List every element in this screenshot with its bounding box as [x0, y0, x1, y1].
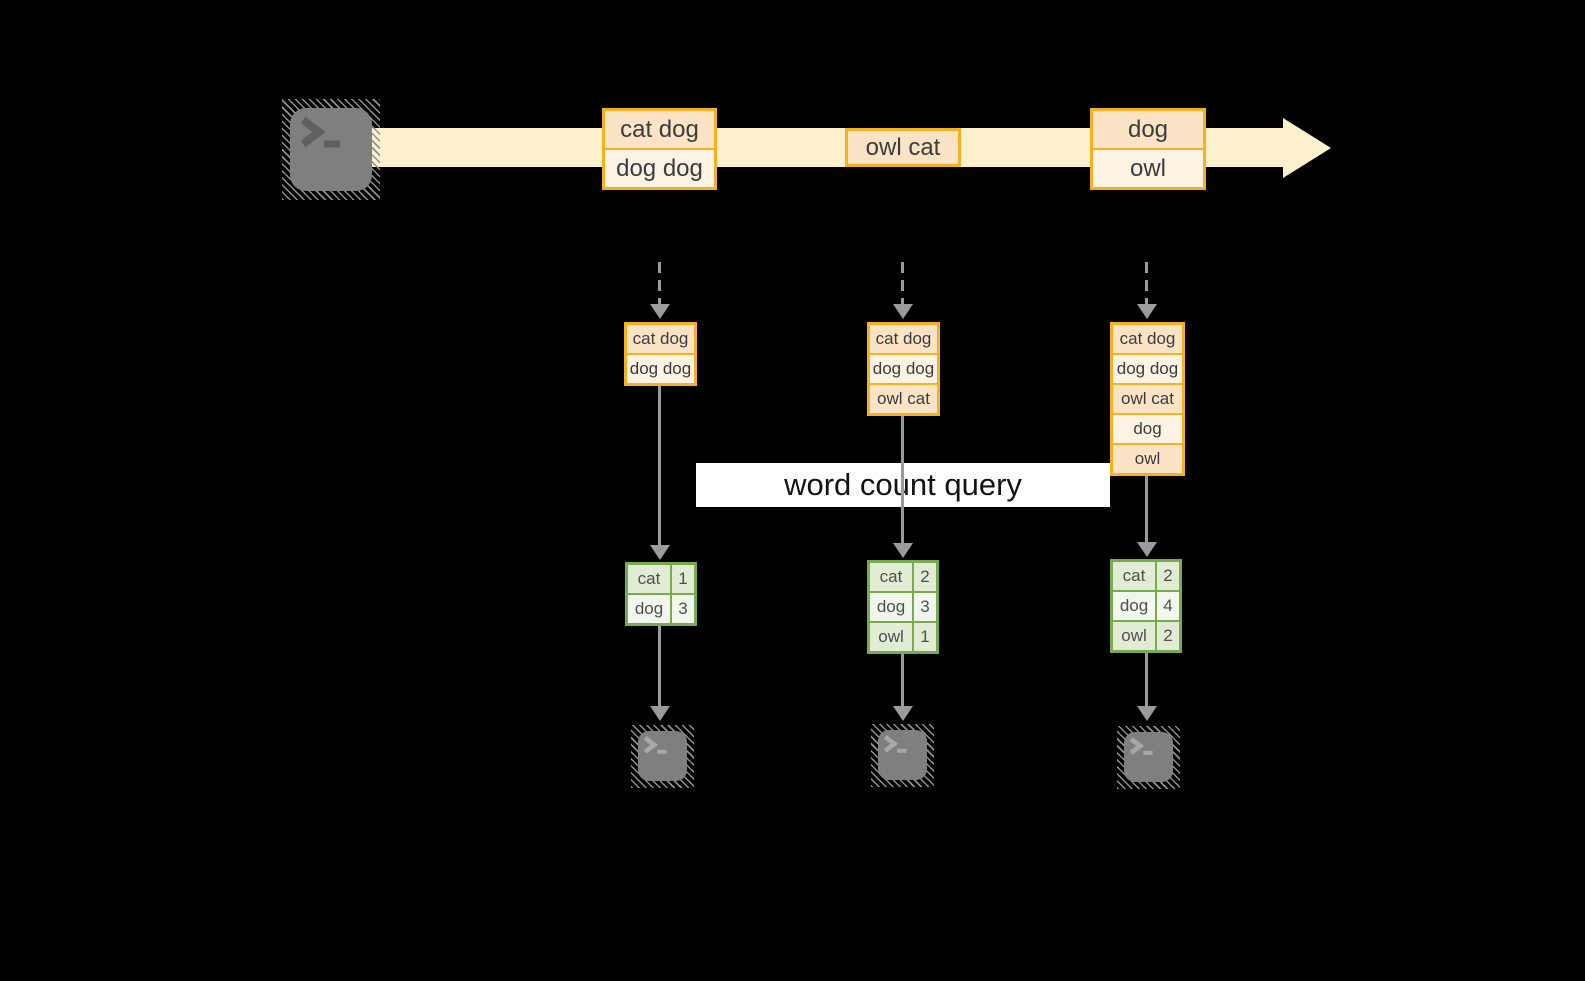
- state-record: dog: [1113, 415, 1182, 443]
- count-value: 1: [672, 565, 694, 593]
- count-word: cat: [1113, 562, 1155, 590]
- count-value: 4: [1157, 592, 1179, 620]
- stream-arrowhead: [1283, 118, 1331, 178]
- arrowhead: [893, 543, 913, 558]
- arrow-line: [658, 626, 661, 707]
- count-word: dog: [870, 593, 912, 621]
- count-table-2: cat 2 dog 3 owl 1: [867, 560, 939, 654]
- stream-record: dog dog: [605, 150, 714, 187]
- stream-batch-3: dog owl: [1090, 108, 1206, 190]
- terminal-prompt-icon: [1128, 736, 1155, 758]
- terminal-prompt-icon: [642, 735, 669, 757]
- state-record: dog dog: [627, 355, 694, 383]
- count-word: owl: [1113, 622, 1155, 650]
- count-value: 3: [914, 593, 936, 621]
- count-table-3: cat 2 dog 4 owl 2: [1110, 559, 1182, 653]
- arrow-line: [658, 386, 661, 546]
- count-word: dog: [1113, 592, 1155, 620]
- state-stack-1: cat dog dog dog: [624, 322, 697, 386]
- state-record: owl: [1113, 445, 1182, 473]
- terminal-sink-icon: [631, 725, 694, 788]
- terminal-prompt-icon: [298, 115, 344, 153]
- count-word: cat: [870, 563, 912, 591]
- stream-record: owl: [1093, 150, 1203, 187]
- arrowhead: [1137, 542, 1157, 557]
- state-record: owl cat: [870, 385, 937, 413]
- terminal-sink-icon: [871, 724, 934, 787]
- count-word: owl: [870, 623, 912, 651]
- terminal-sink-icon: [1117, 726, 1180, 789]
- arrow-line: [1145, 476, 1148, 542]
- arrowhead: [650, 706, 670, 721]
- count-value: 2: [1157, 622, 1179, 650]
- count-value: 2: [914, 563, 936, 591]
- stream-record: cat dog: [605, 111, 714, 148]
- dashed-arrow-line: [901, 262, 904, 305]
- count-table-1: cat 1 dog 3: [625, 562, 697, 626]
- terminal-prompt-icon: [882, 734, 909, 756]
- stream-batch-2: owl cat: [845, 128, 961, 167]
- terminal-source-icon: [282, 99, 380, 200]
- stream-record: dog: [1093, 111, 1203, 148]
- stream-record: owl cat: [848, 131, 958, 164]
- count-value: 1: [914, 623, 936, 651]
- dashed-arrowhead: [650, 304, 670, 319]
- dashed-arrow-line: [1145, 262, 1148, 305]
- count-value: 2: [1157, 562, 1179, 590]
- state-record: dog dog: [870, 355, 937, 383]
- state-record: cat dog: [627, 325, 694, 353]
- state-record: dog dog: [1113, 355, 1182, 383]
- arrowhead: [893, 706, 913, 721]
- arrow-line: [1145, 653, 1148, 707]
- arrowhead: [1137, 706, 1157, 721]
- arrowhead: [650, 545, 670, 560]
- state-stack-2: cat dog dog dog owl cat: [867, 322, 940, 416]
- dashed-arrowhead: [893, 304, 913, 319]
- arrow-line: [901, 654, 904, 707]
- count-value: 3: [672, 595, 694, 623]
- count-word: cat: [628, 565, 670, 593]
- dashed-arrowhead: [1137, 304, 1157, 319]
- state-record: cat dog: [870, 325, 937, 353]
- state-record: owl cat: [1113, 385, 1182, 413]
- dashed-arrow-line: [658, 262, 661, 305]
- stream-batch-1: cat dog dog dog: [602, 108, 717, 190]
- count-word: dog: [628, 595, 670, 623]
- state-record: cat dog: [1113, 325, 1182, 353]
- state-stack-3: cat dog dog dog owl cat dog owl: [1110, 322, 1185, 476]
- arrow-line: [901, 416, 904, 544]
